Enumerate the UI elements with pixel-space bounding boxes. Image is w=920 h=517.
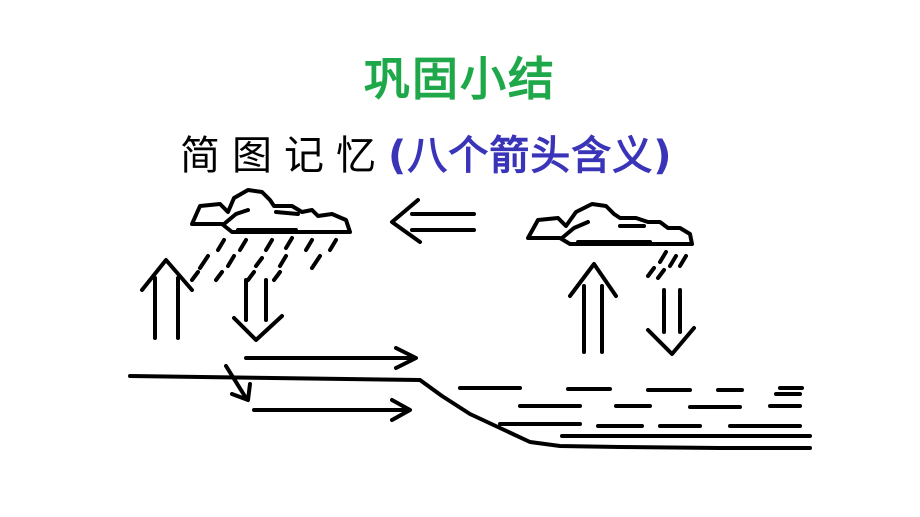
cloud-icon: [526, 202, 694, 246]
rain-icon: [646, 250, 688, 280]
arrow-up-icon: [568, 262, 618, 354]
subtitle-main: 简图记忆: [180, 133, 388, 179]
arrow-down-icon: [646, 288, 696, 356]
arrow-diagonal-icon: [224, 364, 252, 402]
land-surface: [128, 374, 812, 450]
subtitle: 简图记忆(八个箭头含义): [180, 132, 800, 180]
arrow-down-icon: [232, 278, 284, 342]
arrow-up-icon: [140, 258, 194, 340]
page-title: 巩固小结: [364, 52, 556, 106]
cloud-icon: [190, 188, 352, 234]
rain-icon: [190, 236, 338, 282]
arrow-left-icon: [390, 198, 476, 244]
ocean: [458, 386, 812, 438]
arrow-right-icon: [252, 398, 412, 422]
subtitle-parenthetical: (八个箭头含义): [388, 133, 673, 179]
arrow-right-icon: [244, 346, 418, 370]
